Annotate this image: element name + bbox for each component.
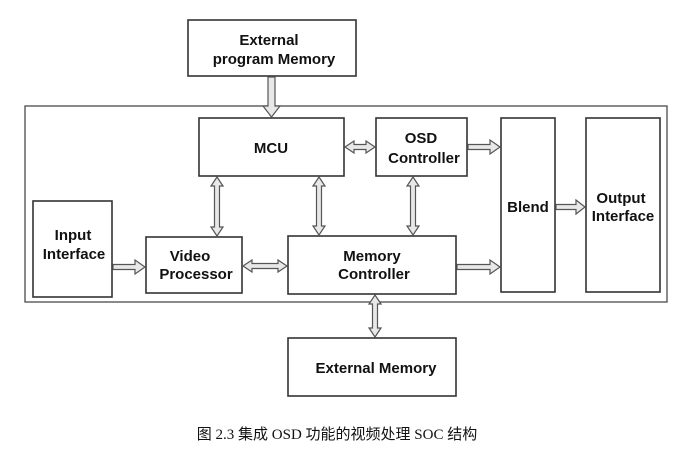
osd-controller-label-line1: OSD [405,130,438,147]
input-interface-block: Input Interface [32,200,113,298]
input-interface-label-line1: Input [55,227,92,244]
arrow-mcu-video-processor [209,175,225,238]
video-processor-label-line2: Processor [159,266,233,283]
memory-controller-label-line2: Controller [338,266,410,283]
external-program-memory-label-line2: program Memory [213,51,336,68]
external-memory-label: External Memory [316,360,438,377]
mcu-label: MCU [254,140,288,157]
memory-controller-label-line1: Memory [343,248,401,265]
video-processor-label-line1: Video [170,248,211,265]
arrow-blend-to-output [555,198,586,216]
input-interface-label-line2: Interface [43,246,106,263]
arrow-video-processor-memory-controller [241,258,289,274]
memory-controller-block: Memory Controller [287,235,457,295]
osd-controller-label-line2: Controller [388,150,460,167]
output-interface-label-line1: Output [596,190,645,207]
arrow-memory-controller-external-memory [367,293,383,339]
video-processor-block: Video Processor [145,236,243,294]
blend-block: Blend [500,117,556,293]
external-program-memory-label-line1: External [239,32,298,49]
arrow-osd-controller-memory-controller [405,175,421,237]
arrow-mcu-memory-controller [311,175,327,237]
arrow-program-memory-to-mcu [261,76,282,118]
output-interface-block: Output Interface [585,117,661,293]
external-memory-block: External Memory [287,337,457,397]
arrow-mcu-osd-controller [343,139,377,155]
figure-caption: 图 2.3 集成 OSD 功能的视频处理 SOC 结构 [197,426,477,443]
blend-label: Blend [507,199,549,216]
arrow-input-to-video-processor [112,258,147,276]
osd-controller-block: OSD Controller [375,117,468,177]
arrow-osd-controller-to-blend [467,138,502,156]
output-interface-label-line2: Interface [592,208,655,225]
arrow-memory-controller-to-blend [456,258,502,276]
external-program-memory-block: External program Memory [187,19,357,77]
mcu-block: MCU [198,117,345,177]
